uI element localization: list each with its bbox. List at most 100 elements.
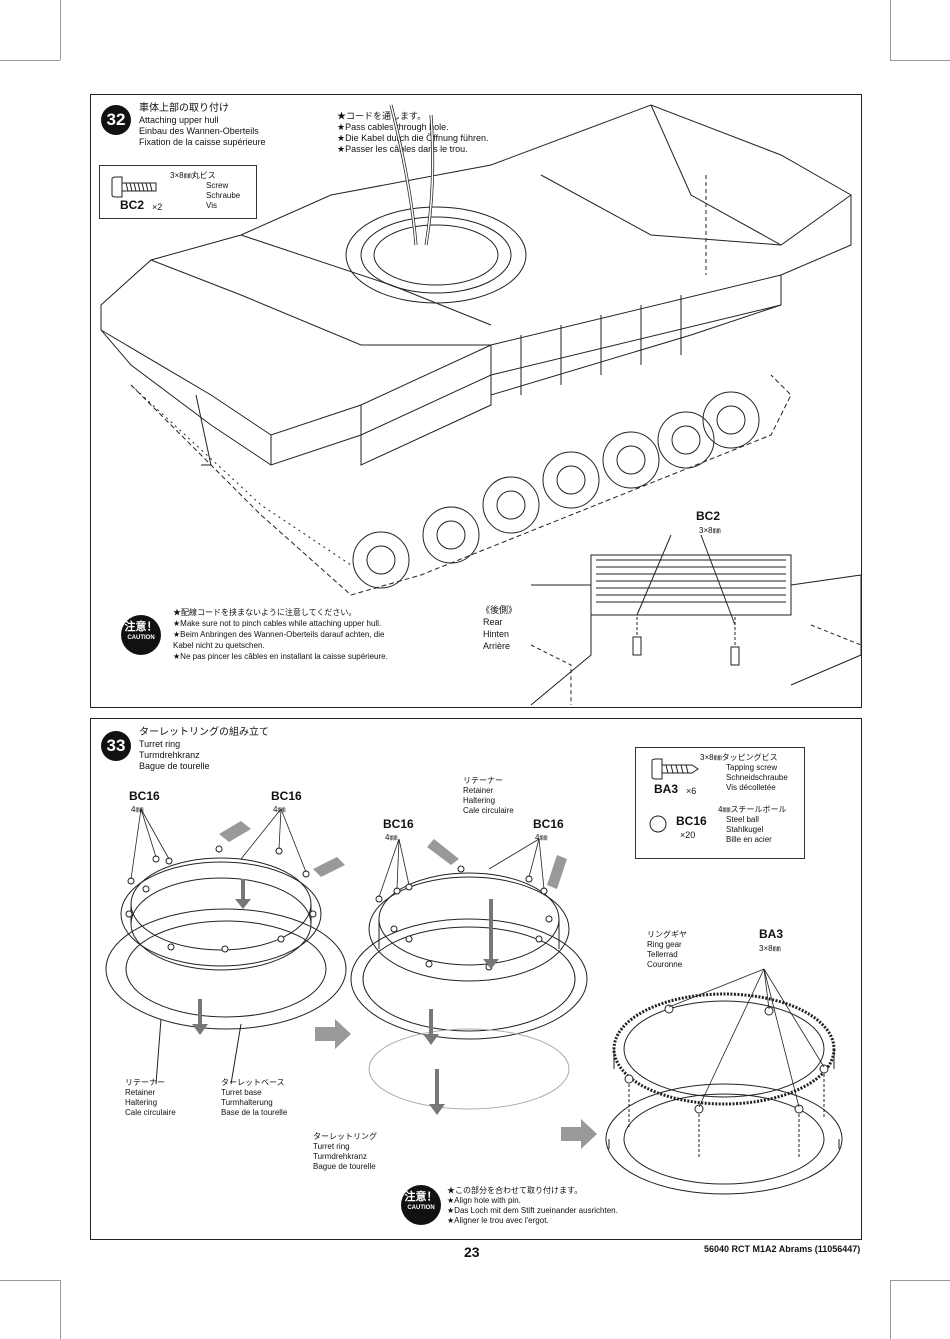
caution-line-4: Kabel nicht zu quetschen. [173, 641, 265, 650]
bc16-name-en: Steel ball [726, 815, 759, 824]
turret-base-fr: Base de la tourelle [221, 1108, 288, 1117]
caution-en: CAUTION [407, 1205, 435, 1211]
label-bc16-d-size: 4㎜ [535, 833, 548, 842]
caution-line-3: ★Das Loch mit dem Stift zueinander ausri… [447, 1206, 618, 1215]
turret-ring-jp: ターレットリング [313, 1132, 377, 1141]
rear-label-fr: Arrière [483, 641, 511, 651]
bc16-code: BC16 [676, 814, 707, 828]
turret-base-assembly-left [105, 808, 347, 1085]
turret-base-de: Turmhalterung [221, 1098, 273, 1107]
step-title-jp: 車体上部の取り付け [139, 103, 229, 114]
caution-line-5: ★Ne pas pincer les câbles en installant … [173, 652, 388, 661]
retainer-bottom-de: Haltering [125, 1098, 158, 1107]
ring-gear-assembly-right [605, 968, 843, 1195]
label-bc16-b: BC16 [271, 789, 302, 803]
crop-mark [60, 1280, 61, 1339]
step-title-de: Turmdrehkranz [139, 750, 200, 760]
step-title-jp: ターレットリングの組み立て [139, 727, 269, 738]
ring-gear-en: Ring gear [647, 940, 682, 949]
rear-label-en: Rear [483, 617, 503, 627]
ba3-name-en: Tapping screw [726, 763, 778, 772]
crop-mark [0, 60, 60, 61]
rear-label-jp: 《後側》 [481, 605, 518, 615]
turret-ring-fr: Bague de tourelle [313, 1162, 376, 1171]
caution-en: CAUTION [127, 635, 155, 641]
turret-base-en: Turret base [221, 1088, 262, 1097]
step-title-fr: Bague de tourelle [139, 761, 210, 771]
retainer-top-jp: リテーナー [463, 776, 503, 785]
caution-badge: 注意！ CAUTION [401, 1185, 441, 1225]
caution-jp: 注意！ [124, 621, 158, 633]
caution-line-3: ★Beim Anbringen des Wannen-Oberteils dar… [173, 630, 385, 639]
label-bc16-c-size: 4㎜ [385, 833, 398, 842]
caution-line-2: ★Make sure not to pinch cables while att… [173, 619, 382, 628]
cable-note-de: ★Die Kabel durch die Öffnung führen. [337, 133, 489, 143]
retainer-bottom-en: Retainer [125, 1088, 156, 1097]
ring-gear-fr: Couronne [647, 960, 683, 969]
step-number-badge: 32 [101, 105, 131, 135]
turret-ring-de: Turmdrehkranz [313, 1152, 367, 1161]
next-step-arrow-icon [315, 1019, 351, 1049]
ba3-qty: ×6 [686, 786, 697, 796]
label-bc16-c: BC16 [383, 817, 414, 831]
step-title-en: Attaching upper hull [139, 115, 219, 125]
label-bc16-b-size: 4㎜ [273, 805, 286, 814]
bc16-size-jp: 4㎜スチールボール [718, 805, 787, 814]
caution-line-1: ★配線コードを挟まないように注意してください。 [173, 608, 357, 617]
step-32-panel: 32 車体上部の取り付け Attaching upper hull Einbau… [90, 94, 862, 708]
crop-mark [890, 60, 950, 61]
cable-note-jp: ★コードを通します。 [337, 111, 427, 121]
bc16-name-fr: Bille en acier [726, 835, 772, 844]
caution-line-4: ★Aligner le trou avec l'ergot. [447, 1216, 549, 1225]
retainer-bottom-fr: Cale circulaire [125, 1108, 176, 1117]
step-33-panel: 33 ターレットリングの組み立て Turret ring Turmdrehkra… [90, 718, 862, 1240]
label-ba3: BA3 [759, 927, 784, 941]
ring-gear-de: Tellerrad [647, 950, 678, 959]
crop-mark [890, 1280, 891, 1339]
retainer-top-fr: Cale circulaire [463, 806, 514, 815]
page-number: 23 [464, 1244, 480, 1260]
crop-mark [890, 1280, 950, 1281]
tank-hull-illustration [100, 104, 852, 596]
part-code: BC2 [120, 198, 145, 212]
caution-badge: 注意！ CAUTION [121, 615, 161, 655]
caution-jp: 注意！ [404, 1191, 438, 1203]
label-bc16-a-size: 4㎜ [131, 805, 144, 814]
part-qty: ×2 [152, 202, 163, 212]
screw-icon [111, 176, 157, 198]
crop-mark [0, 1280, 60, 1281]
step-number-badge: 33 [101, 731, 131, 761]
step-title-en: Turret ring [139, 739, 181, 749]
cable-note-en: ★Pass cables through hole. [337, 122, 449, 132]
rear-view-illustration [530, 534, 862, 706]
callout-bc2: BC2 [696, 509, 721, 523]
step-title-de: Einbau des Wannen-Oberteils [139, 126, 259, 136]
steel-ball-icon [649, 815, 667, 833]
caution-line-1: ★この部分を合わせて取り付けます。 [447, 1186, 583, 1195]
ring-gear-jp: リングギヤ [647, 930, 687, 939]
retainer-top-en: Retainer [463, 786, 494, 795]
turret-ring-en: Turret ring [313, 1142, 350, 1151]
label-bc16-d: BC16 [533, 817, 564, 831]
model-number: 56040 RCT M1A2 Abrams (11056447) [704, 1244, 861, 1254]
step-title-fr: Fixation de la caisse supérieure [139, 137, 266, 147]
part-name-fr: Vis [206, 201, 217, 210]
bc16-name-de: Stahlkugel [726, 825, 764, 834]
ba3-name-fr: Vis décolletée [726, 783, 776, 792]
retainer-top-de: Haltering [463, 796, 496, 805]
caution-line-2: ★Align hole with pin. [447, 1196, 521, 1205]
ba3-name-de: Schneidschraube [726, 773, 788, 782]
ba3-size-jp: 3×8㎜タッピングビス [700, 753, 778, 762]
parts-box: 3×8㎜タッピングビス Tapping screw Schneidschraub… [635, 747, 805, 859]
part-name-en: Screw [206, 181, 229, 190]
ba3-code: BA3 [654, 782, 679, 796]
part-size-jp: 3×8㎜丸ビス [170, 171, 216, 180]
retainer-bottom-jp: リテーナー [125, 1078, 165, 1087]
next-step-arrow-icon [561, 1119, 597, 1149]
part-name-de: Schraube [206, 191, 241, 200]
label-bc16-a: BC16 [129, 789, 160, 803]
crop-mark [890, 0, 891, 60]
crop-mark [60, 0, 61, 60]
label-ba3-size: 3×8㎜ [759, 944, 781, 953]
turret-base-jp: ターレットベース [221, 1078, 285, 1087]
